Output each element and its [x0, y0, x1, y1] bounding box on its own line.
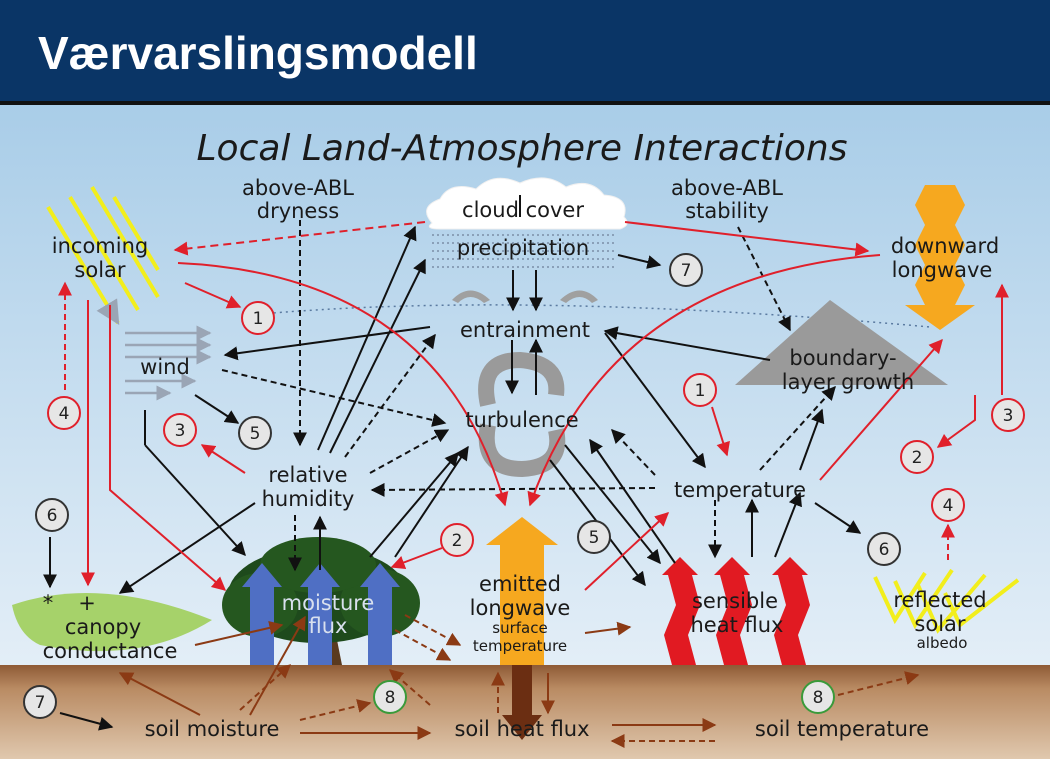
marker-7b-circle: [23, 685, 57, 719]
marker-8-circle: [373, 680, 407, 714]
reflected-solar-rays-icon: [873, 568, 1020, 634]
numbered-markers: 1 1 2 2 3 3 4 4 5 5 6 6 7 7 8 8: [23, 253, 1025, 719]
label-albedo: albedo: [917, 634, 968, 652]
label-relative-humidity-2: humidity: [262, 487, 355, 511]
label-boundary-layer-2: layer growth: [782, 370, 914, 394]
marker-5b-circle: [577, 520, 611, 554]
land-atmosphere-diagram: Local Land-Atmosphere Interactions: [0, 105, 1050, 759]
entrainment-curl-icons: [452, 290, 598, 303]
marker-3-label: 3: [175, 421, 186, 441]
label-downward-longwave-2: longwave: [892, 258, 993, 282]
boundary-layer-triangle-icon: [735, 300, 948, 385]
label-turbulence: turbulence: [465, 408, 578, 432]
diagram-heading: Local Land-Atmosphere Interactions: [196, 128, 847, 169]
wind-lines-icon: [125, 325, 212, 401]
marker-8b-label: 8: [813, 688, 824, 708]
marker-3-circle: [163, 413, 197, 447]
label-sensible-heat-flux-2: heat flux: [691, 613, 784, 637]
marker-7-circle: [669, 253, 703, 287]
label-incoming-solar: incoming: [52, 234, 148, 258]
marker-2b-circle: [900, 440, 934, 474]
marker-1b-circle: [683, 373, 717, 407]
label-precipitation: precipitation: [457, 236, 589, 260]
marker-8b-circle: [801, 680, 835, 714]
moisture-flux-arrows-icon: [242, 563, 400, 665]
soil-heat-flux-arrow-icon: [502, 665, 542, 740]
abl-top-line: [249, 304, 931, 328]
marker-5-label: 5: [250, 424, 261, 444]
marker-4b-label: 4: [943, 496, 954, 516]
title-bar: Værvarslingsmodell: [0, 0, 1050, 101]
black-links: [43, 195, 862, 731]
marker-6-label: 6: [47, 506, 58, 526]
sign-star: *: [43, 591, 54, 615]
marker-3b-circle: [991, 398, 1025, 432]
label-soil-moisture: soil moisture: [145, 717, 280, 741]
incoming-solar-rays-icon: [46, 185, 160, 326]
label-surface-temperature-2: temperature: [473, 637, 567, 655]
node-labels: above-ABL dryness cloud cover precipitat…: [43, 176, 1000, 741]
title-divider: [0, 101, 1050, 105]
sensible-heat-flux-arrows-icon: [662, 557, 810, 665]
marker-4-circle: [47, 396, 81, 430]
marker-4b-circle: [931, 488, 965, 522]
label-canopy-conductance: canopy: [65, 615, 141, 639]
label-moisture-flux: moisture: [282, 591, 375, 615]
marker-2-label: 2: [452, 531, 463, 551]
marker-7b-label: 7: [35, 693, 46, 713]
marker-7-label: 7: [681, 261, 692, 281]
cloud-icon: [426, 177, 628, 268]
marker-5-circle: [238, 416, 272, 450]
label-emitted-longwave-2: longwave: [470, 596, 571, 620]
label-soil-temperature: soil temperature: [755, 717, 929, 741]
label-canopy-conductance-2: conductance: [43, 639, 178, 663]
label-above-abl-stability: above-ABL: [671, 176, 783, 200]
emitted-longwave-arrow-icon: [486, 517, 558, 665]
label-emitted-longwave: emitted: [479, 572, 561, 596]
label-soil-heat-flux: soil heat flux: [454, 717, 589, 741]
canopy-leaf-icon: [12, 593, 212, 652]
marker-6b-label: 6: [879, 540, 890, 560]
marker-4-label: 4: [59, 404, 70, 424]
label-moisture-flux-2: flux: [309, 614, 348, 638]
label-reflected-solar-2: solar: [914, 612, 965, 636]
label-cloud-cover: cloud cover: [462, 198, 584, 222]
label-wind: wind: [140, 355, 190, 379]
marker-1-label: 1: [253, 309, 264, 329]
label-reflected-solar: reflected: [893, 588, 986, 612]
label-incoming-solar-2: solar: [74, 258, 125, 282]
turbulence-swirl-icon: [478, 351, 566, 478]
marker-6b-circle: [867, 532, 901, 566]
label-above-abl-dryness: above-ABL: [242, 176, 354, 200]
marker-2-circle: [440, 523, 474, 557]
label-above-abl-dryness-2: dryness: [257, 199, 340, 223]
label-entrainment: entrainment: [460, 318, 590, 342]
label-relative-humidity: relative: [268, 463, 347, 487]
label-sensible-heat-flux: sensible: [692, 589, 778, 613]
label-above-abl-stability-2: stability: [685, 199, 769, 223]
label-boundary-layer: boundary-: [789, 346, 896, 370]
label-surface-temperature: surface: [492, 619, 547, 637]
label-temperature: temperature: [674, 478, 806, 502]
sign-plus: +: [78, 591, 96, 615]
marker-6-circle: [35, 498, 69, 532]
marker-1-circle: [241, 301, 275, 335]
marker-5b-label: 5: [589, 528, 600, 548]
marker-2b-label: 2: [912, 448, 923, 468]
label-downward-longwave: downward: [891, 234, 999, 258]
brown-links: [118, 614, 920, 748]
marker-3b-label: 3: [1003, 406, 1014, 426]
slide-title: Værvarslingsmodell: [38, 27, 478, 79]
downward-longwave-arrow-icon: [905, 185, 975, 330]
marker-1b-label: 1: [695, 381, 706, 401]
marker-8-label: 8: [385, 688, 396, 708]
red-links: [58, 221, 1009, 591]
